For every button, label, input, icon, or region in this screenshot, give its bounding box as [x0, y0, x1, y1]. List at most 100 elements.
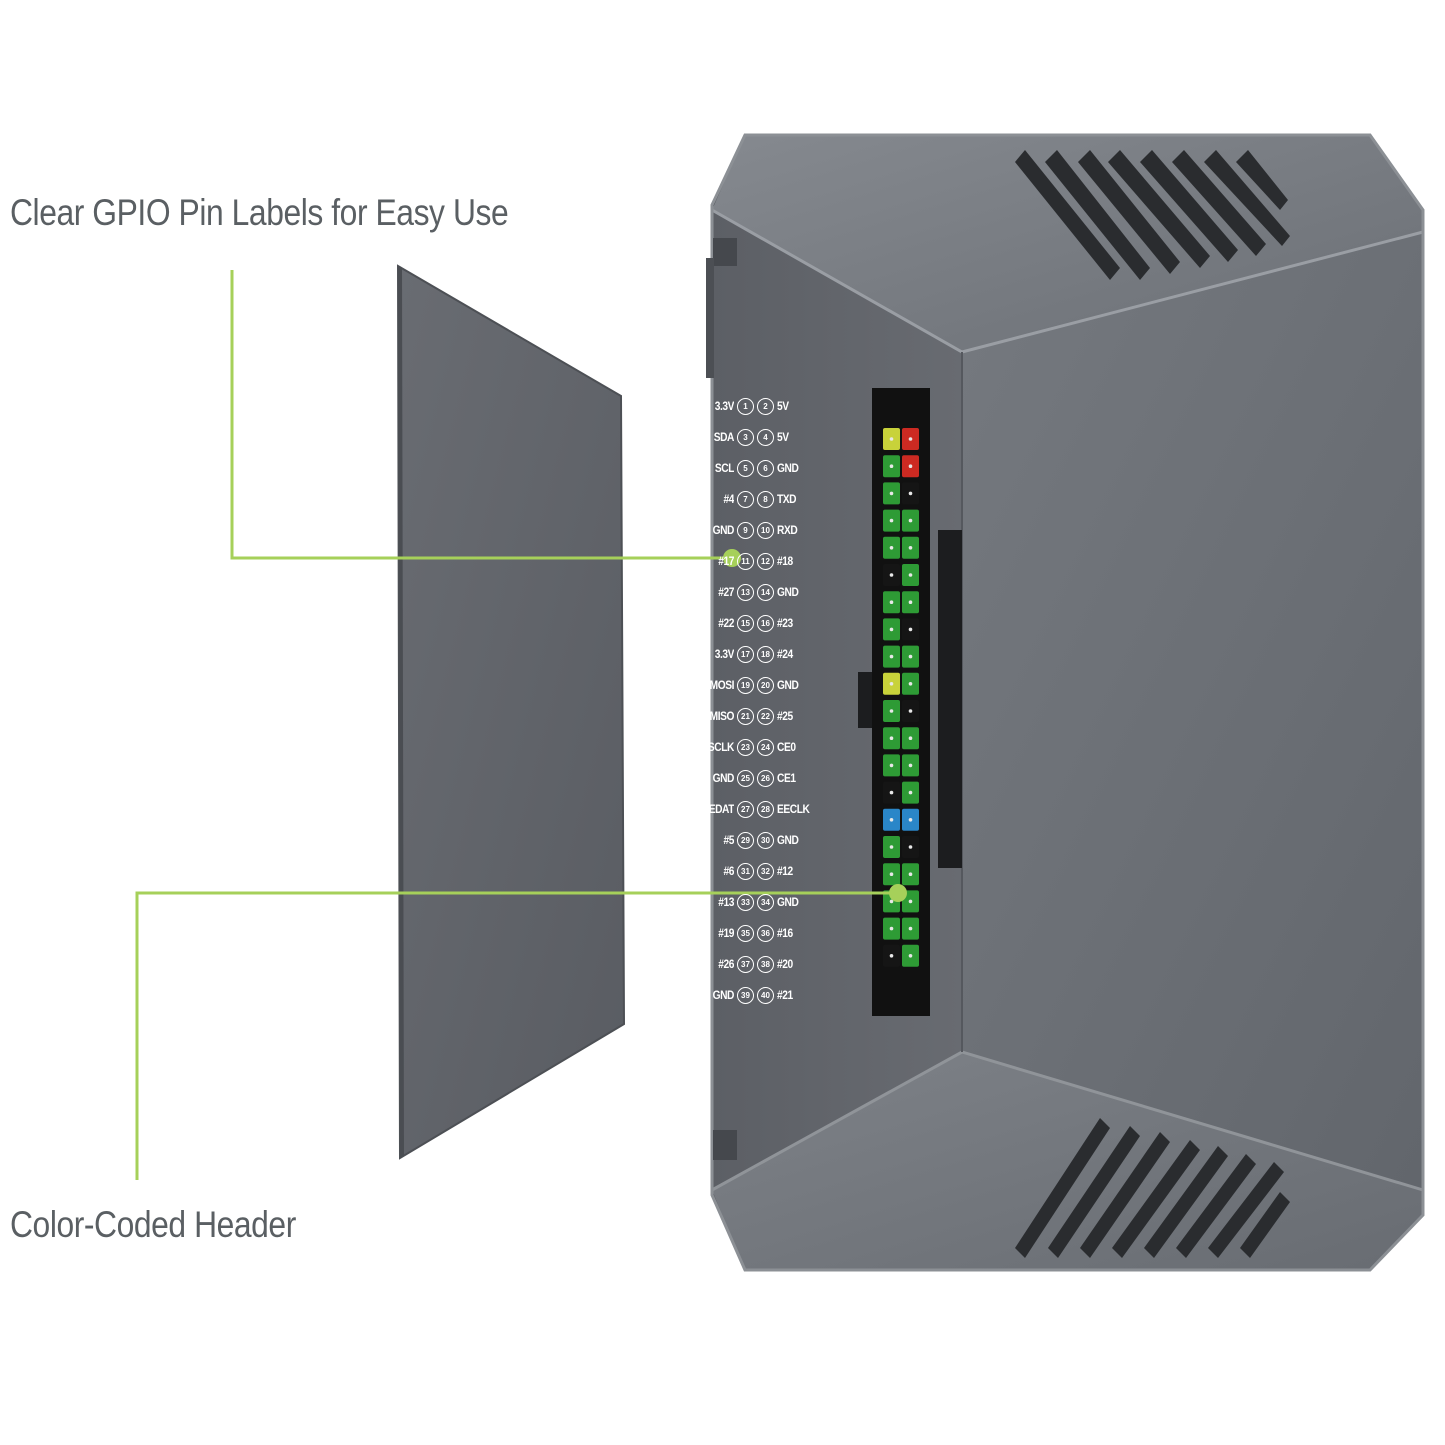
header-pin-tip: [889, 709, 894, 713]
pin-number-odd: 9: [737, 521, 754, 539]
pin-number-even: 36: [757, 924, 774, 942]
pin-number-odd: 3: [737, 428, 754, 446]
pin-label-odd: GND: [712, 771, 734, 785]
pin-number-even: 12: [757, 552, 774, 570]
pin-label-odd: SCL: [714, 461, 734, 475]
pin-number-even: 32: [757, 862, 774, 880]
header-pin-tip: [908, 872, 913, 876]
pin-number-odd: 35: [737, 924, 754, 942]
pin-label-odd: 3.3V: [714, 399, 734, 413]
pin-label-even: GND: [777, 585, 799, 599]
header-pin-tip: [889, 437, 894, 441]
pin-number-even: 18: [757, 645, 774, 663]
header-pin-tip: [889, 546, 894, 550]
header-pin-tip: [889, 845, 894, 849]
pin-number-odd: 31: [737, 862, 754, 880]
pin-number-even: 6: [757, 459, 774, 477]
pin-number-even: 16: [757, 614, 774, 632]
header-pin-tip: [908, 763, 913, 768]
pin-number-even: 10: [757, 521, 774, 539]
pin-label-odd: #6: [723, 864, 734, 878]
pin-number-even: 34: [757, 893, 774, 911]
pin-number-even: 26: [757, 769, 774, 787]
pin-number-odd: 19: [737, 676, 754, 694]
pin-label-odd: #5: [723, 833, 734, 847]
header-pin-tip: [908, 437, 913, 441]
vent-top: [1015, 150, 1290, 280]
header-pin-tip: [908, 491, 913, 496]
gpio-header: [872, 388, 930, 1016]
pin-label-even: EECLK: [777, 802, 810, 816]
callout-dot-pin-labels: [723, 549, 741, 567]
pin-number-even: 40: [757, 986, 774, 1004]
pin-label-odd: MOSI: [709, 678, 734, 692]
pin-number-even: 4: [757, 428, 774, 446]
pin-label-even: #21: [777, 988, 793, 1002]
header-pin-tip: [889, 899, 894, 904]
pin-number-odd: 1: [737, 397, 754, 415]
case-body: [706, 133, 1425, 1272]
vent-bottom: [1015, 1118, 1290, 1258]
pin-number-odd: 23: [737, 738, 754, 756]
pin-label-odd: MISO: [709, 709, 734, 723]
pin-number-odd: 25: [737, 769, 754, 787]
pin-number-even: 24: [757, 738, 774, 756]
header-pin-tip: [908, 736, 913, 740]
pin-number-odd: 21: [737, 707, 754, 725]
pin-number-odd: 39: [737, 986, 754, 1004]
pin-number-even: 22: [757, 707, 774, 725]
pin-number-odd: 13: [737, 583, 754, 601]
header-pin-tip: [889, 464, 894, 469]
header-pin-tip: [908, 518, 913, 523]
pin-label-odd: #4: [723, 492, 734, 506]
callout-dot-color-header: [889, 884, 907, 902]
header-pin-grid: [883, 428, 919, 967]
pin-number-odd: 17: [737, 645, 754, 663]
header-pin-tip: [908, 790, 913, 795]
pin-label-even: #16: [777, 926, 793, 940]
pin-number-odd: 27: [737, 800, 754, 818]
case-clip-bottom: [713, 1130, 737, 1160]
header-pin-tip: [908, 926, 913, 931]
pin-label-odd: #27: [718, 585, 734, 599]
header-pin-tip: [889, 654, 894, 659]
header-pin-tip: [889, 518, 894, 523]
pin-label-even: #24: [777, 647, 793, 661]
callout-lines: [135, 270, 898, 1180]
header-pin-tip: [908, 682, 913, 686]
header-pin-tip: [908, 709, 913, 713]
pin-label-even: TXD: [777, 492, 797, 506]
case-clip-top: [713, 238, 737, 266]
header-pin-tip: [889, 954, 894, 958]
pin-label-odd: 3.3V: [714, 647, 734, 661]
pin-label-odd: GND: [712, 523, 734, 537]
pin-number-even: 14: [757, 583, 774, 601]
callout-line-color-header: [135, 891, 898, 1180]
pin-number-odd: 5: [737, 459, 754, 477]
pin-label-odd: EEDAT: [702, 802, 734, 816]
header-pin-tip: [908, 627, 913, 632]
pin-number-odd: 29: [737, 831, 754, 849]
pin-number-odd: 15: [737, 614, 754, 632]
pin-label-even: GND: [777, 895, 799, 909]
header-pin-tip: [908, 845, 913, 849]
header-pin-tip: [889, 600, 894, 604]
pin-label-odd: #26: [718, 957, 734, 971]
header-notch: [858, 672, 872, 728]
header-pin-tip: [889, 872, 894, 876]
pin-number-odd: 7: [737, 490, 754, 508]
pin-label-odd: GND: [712, 988, 734, 1002]
